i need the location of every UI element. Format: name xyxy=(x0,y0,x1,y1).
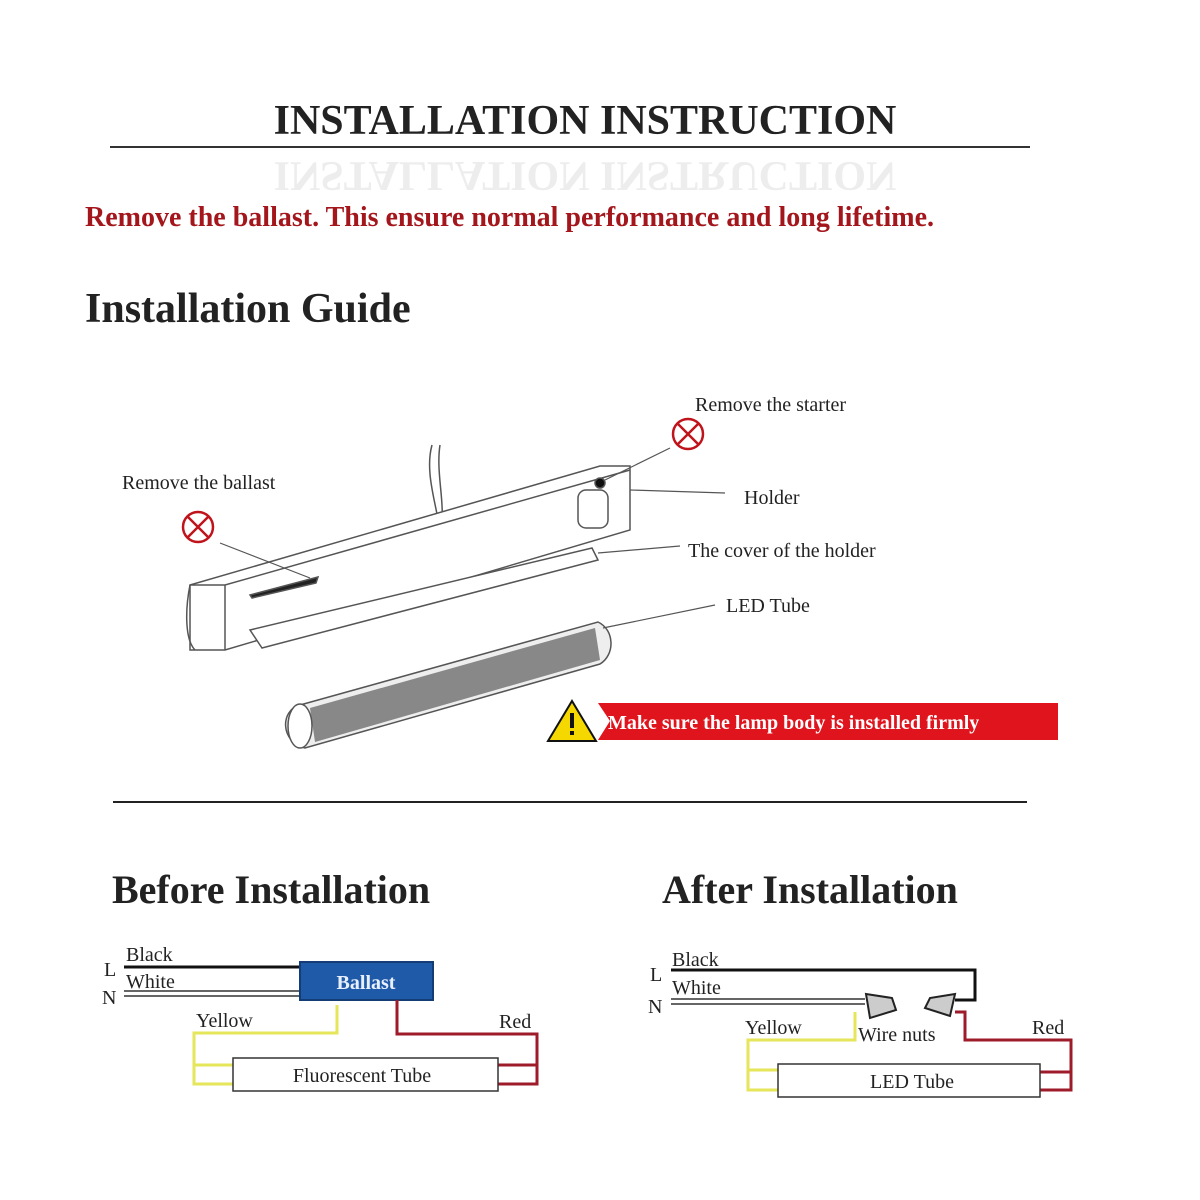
label-remove-ballast: Remove the ballast xyxy=(122,472,276,494)
guide-title: Installation Guide xyxy=(85,286,411,332)
wire-nut-right xyxy=(923,992,957,1018)
after-N: N xyxy=(648,996,662,1018)
label-led-tube: LED Tube xyxy=(726,595,810,617)
remove-ballast-icon xyxy=(181,510,215,544)
label-remove-starter: Remove the starter xyxy=(695,394,846,416)
warning-triangle-icon xyxy=(546,699,598,742)
before-L: L xyxy=(104,959,116,981)
before-yellow: Yellow xyxy=(196,1010,253,1032)
ballast-warning: Remove the ballast. This ensure normal p… xyxy=(85,202,934,233)
callout-lines xyxy=(219,447,726,629)
caution-banner: Make sure the lamp body is installed fir… xyxy=(546,699,1058,742)
after-title: After Installation xyxy=(662,867,958,912)
label-cover: The cover of the holder xyxy=(688,540,876,562)
wire-nuts-label: Wire nuts xyxy=(858,1024,936,1046)
after-black: Black xyxy=(672,949,719,971)
after-L: L xyxy=(650,964,662,986)
before-wiring xyxy=(124,961,539,1092)
before-black: Black xyxy=(126,944,173,966)
led-tube-label: LED Tube xyxy=(870,1071,954,1093)
after-red: Red xyxy=(1032,1017,1064,1039)
title-reflection: INSTALLATION INSTRUCTION xyxy=(274,152,897,198)
ballast-box xyxy=(299,961,434,1001)
label-holder: Holder xyxy=(744,487,800,509)
remove-starter-icon xyxy=(671,417,705,451)
after-white: White xyxy=(672,977,721,999)
before-red: Red xyxy=(499,1011,531,1033)
caution-text: Make sure the lamp body is installed fir… xyxy=(608,712,979,734)
before-title: Before Installation xyxy=(112,867,430,912)
ballast-label: Ballast xyxy=(337,972,396,994)
page-title: INSTALLATION INSTRUCTION xyxy=(274,98,897,144)
wire-nut-left xyxy=(864,992,898,1020)
before-N: N xyxy=(102,987,116,1009)
before-white: White xyxy=(126,971,175,993)
fluorescent-tube-label: Fluorescent Tube xyxy=(293,1065,431,1087)
fixture-drawing xyxy=(185,444,631,749)
after-wiring xyxy=(671,968,1073,1098)
after-yellow: Yellow xyxy=(745,1017,802,1039)
